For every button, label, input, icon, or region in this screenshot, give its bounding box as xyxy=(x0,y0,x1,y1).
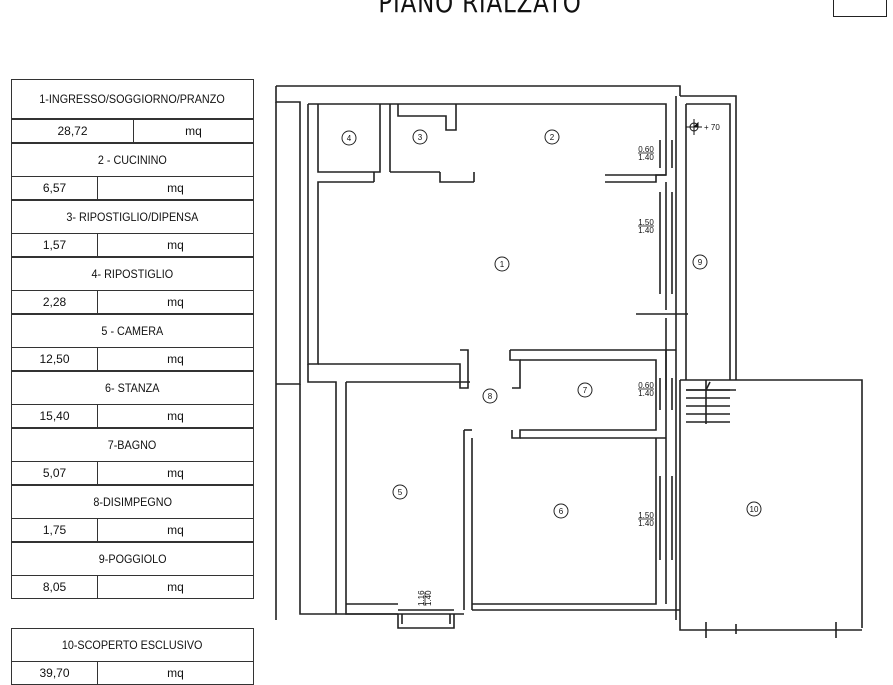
room-name-label: 8-DISIMPEGNO xyxy=(93,495,172,509)
floor-plan: 4 3 2 1 5 6 7 8 9 10 0.60 1.40 1.50 1.40… xyxy=(275,85,863,638)
room-name-label: 7-BAGNO xyxy=(108,438,157,452)
room-marker xyxy=(553,503,569,519)
room-area-unit: mq xyxy=(167,295,184,309)
room-name-label: 2 - CUCININO xyxy=(97,153,167,167)
window-dim-top: 1.50 xyxy=(638,511,654,520)
room-number: 6 xyxy=(559,507,564,516)
window-dim-bottom: 1.40 xyxy=(424,590,433,606)
legend-room-area: 8,05 mq xyxy=(11,575,254,599)
window-dim-bottom: 1.40 xyxy=(638,389,654,398)
room-area-value: 5,07 xyxy=(12,462,98,484)
corner-frame xyxy=(833,0,887,17)
room-marker xyxy=(577,382,593,398)
room-marker xyxy=(692,254,708,270)
room-number: 3 xyxy=(418,133,423,142)
window-dim-top: 0.60 xyxy=(638,145,654,154)
room-name-label: 4- RIPOSTIGLIO xyxy=(91,267,174,281)
window-dim-bottom: 1.40 xyxy=(638,519,654,528)
room-number: 2 xyxy=(550,133,555,142)
legend-room-area: 1,75 mq xyxy=(11,518,254,542)
room-name-label: 10-SCOPERTO ESCLUSIVO xyxy=(62,638,203,652)
legend-room-area: 5,07 mq xyxy=(11,461,254,485)
room-marker xyxy=(341,130,357,146)
legend-room-area: 6,57 mq xyxy=(11,176,254,200)
legend-room-area: 15,40 mq xyxy=(11,404,254,428)
legend-room-area: 2,28 mq xyxy=(11,290,254,314)
legend-room-name: 5 - CAMERA xyxy=(11,314,254,348)
room-number: 8 xyxy=(488,392,493,401)
room-number: 1 xyxy=(500,260,505,269)
legend-room-name: 6- STANZA xyxy=(11,371,254,405)
room-name-label: 3- RIPOSTIGLIO/DIPENSA xyxy=(66,210,199,224)
room-name-label: 6- STANZA xyxy=(105,381,160,395)
room-area-value: 1,75 xyxy=(12,519,98,541)
wall xyxy=(276,85,681,96)
legend-room-area: 1,57 mq xyxy=(11,233,254,257)
room-area-unit: mq xyxy=(167,352,184,366)
room-area-unit: mq xyxy=(167,580,184,594)
room-marker xyxy=(412,129,428,145)
room-name-label: 5 - CAMERA xyxy=(101,324,164,338)
room-marker xyxy=(746,501,762,517)
room-marker xyxy=(482,388,498,404)
room-number: 10 xyxy=(750,505,759,514)
room-area-unit: mq xyxy=(167,409,184,423)
window-dim-top: 0.60 xyxy=(638,381,654,390)
room-marker xyxy=(392,484,408,500)
window-dim-bottom: 1.40 xyxy=(638,226,654,235)
legend-room-area: 28,72 mq xyxy=(11,119,254,143)
legend-room-name: 4- RIPOSTIGLIO xyxy=(11,257,254,291)
room-area-value: 15,40 xyxy=(12,405,98,427)
window-dim-top: 1.50 xyxy=(638,218,654,227)
legend-room-name: 2 - CUCININO xyxy=(11,143,254,177)
page-title: PIANO RIALZATO xyxy=(378,0,582,19)
room-area-unit: mq xyxy=(167,466,184,480)
legend-room-area: 12,50 mq xyxy=(11,347,254,371)
legend-room-name: 3- RIPOSTIGLIO/DIPENSA xyxy=(11,200,254,234)
room-name-label: 1-INGRESSO/SOGGIORNO/PRANZO xyxy=(39,92,226,106)
room-marker xyxy=(544,129,560,145)
room-area-value: 1,57 xyxy=(12,234,98,256)
legend-room-name: 1-INGRESSO/SOGGIORNO/PRANZO xyxy=(11,79,254,119)
elevation-label: + 70 xyxy=(704,123,720,132)
room-marker xyxy=(494,256,510,272)
room-area-unit: mq xyxy=(167,181,184,195)
room-area-unit: mq xyxy=(167,523,184,537)
elevation-marker xyxy=(686,119,702,135)
room-number: 4 xyxy=(347,134,352,143)
room-area-value: 8,05 xyxy=(12,576,98,598)
room-area-value: 12,50 xyxy=(12,348,98,370)
room-area-value: 6,57 xyxy=(12,177,98,199)
room-area-unit: mq xyxy=(167,238,184,252)
window-dim-bottom: 1.40 xyxy=(638,153,654,162)
room-number: 9 xyxy=(698,258,703,267)
room-number: 7 xyxy=(583,386,588,395)
room-area-value: 2,28 xyxy=(12,291,98,313)
room-number: 5 xyxy=(398,488,403,497)
room-name-label: 9-POGGIOLO xyxy=(98,552,167,566)
room-area-unit: mq xyxy=(185,124,202,138)
window-dim-top: 1.16 xyxy=(417,590,426,606)
room-area-value: 28,72 xyxy=(12,120,134,142)
